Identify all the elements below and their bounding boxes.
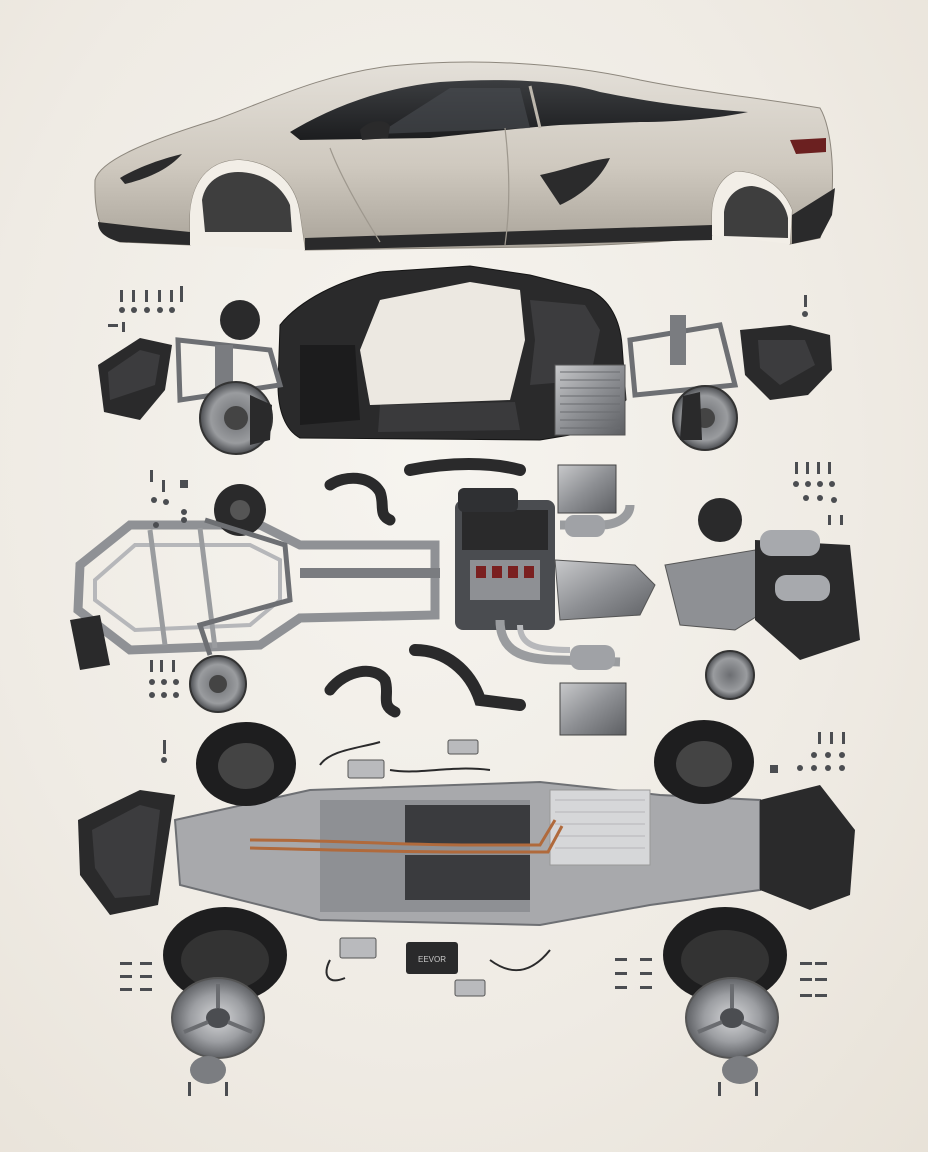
bolt-group-top-left xyxy=(108,286,183,332)
rear-wheel-assembly xyxy=(663,907,787,1084)
rear-drivetrain-row3 xyxy=(664,498,860,700)
front-tire-top xyxy=(196,722,296,806)
bolt-group-row4-right xyxy=(770,732,845,773)
front-suspension-row2 xyxy=(175,300,284,455)
front-crash-structure xyxy=(98,338,172,420)
exhaust-pipes xyxy=(495,504,635,670)
rear-suspension-row2 xyxy=(627,315,739,451)
bolt-misc xyxy=(161,295,808,763)
intake-hoses xyxy=(324,458,526,718)
car-body-shell xyxy=(94,61,835,251)
carbon-monocoque-tub xyxy=(277,265,627,441)
v8-engine xyxy=(455,488,555,630)
rear-tire-top xyxy=(654,720,754,804)
rear-subframe-carbon xyxy=(740,325,832,400)
electronics-modules: EEVOR xyxy=(319,739,551,997)
bolt-group-row3-right xyxy=(793,462,843,525)
bolt-group-row3-left xyxy=(149,470,188,698)
front-suspension-row3 xyxy=(189,484,293,713)
transmission xyxy=(554,559,656,621)
radiator-module xyxy=(554,364,626,436)
module-engraved-label: EEVOR xyxy=(418,955,446,964)
fasteners xyxy=(108,286,845,1096)
rear-diffuser-carbon xyxy=(760,785,855,910)
bolt-group-bottom xyxy=(120,958,827,1096)
aluminium-front-frame xyxy=(70,520,440,670)
front-bumper-carbon xyxy=(78,790,175,915)
intercoolers xyxy=(557,464,627,736)
front-wheel-assembly xyxy=(163,907,287,1084)
